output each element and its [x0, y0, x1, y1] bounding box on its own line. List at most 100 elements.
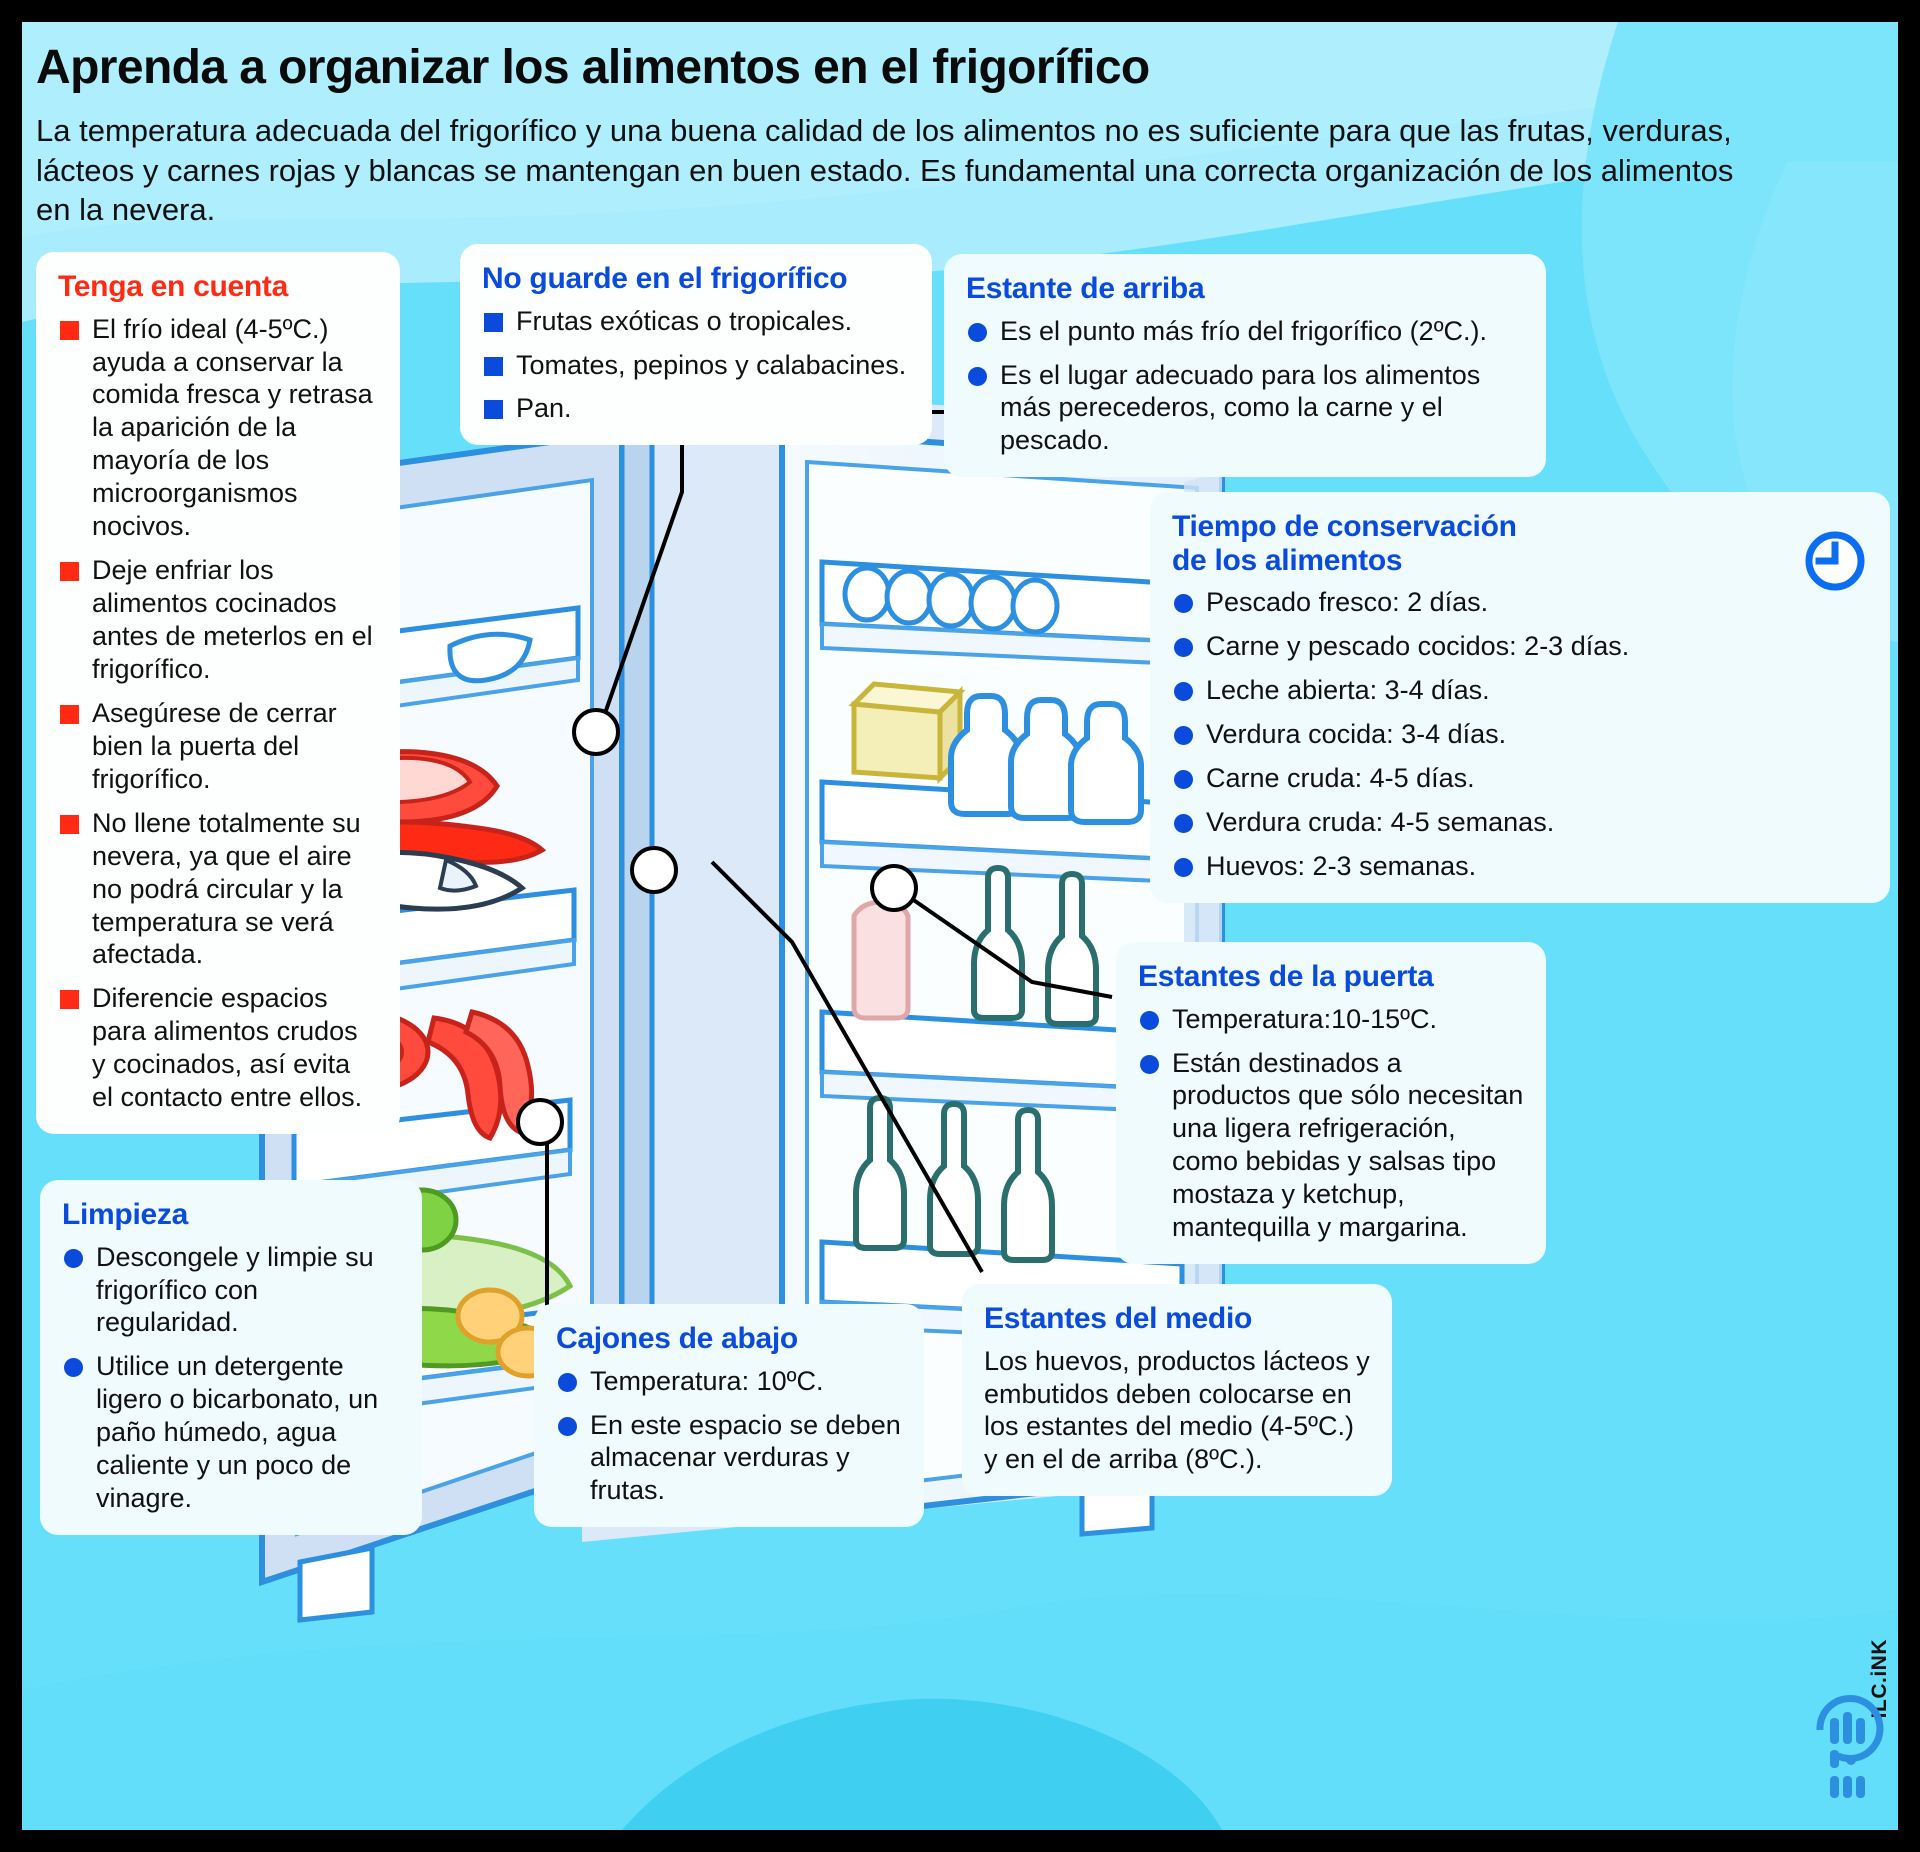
callout-estante-de-arriba: Estante de arriba Es el punto más frío d…	[944, 254, 1546, 478]
list-item-text: En este espacio se deben almacenar verdu…	[590, 1409, 901, 1506]
logo-icon	[1816, 1694, 1884, 1798]
list-item: Descongele y limpie su frigorífico con r…	[62, 1241, 400, 1340]
bullet-dot-blue-icon	[1140, 1054, 1159, 1074]
list-item: Deje enfriar los alimentos cocinados ant…	[58, 554, 378, 686]
bullet-dot-blue-icon	[64, 1248, 83, 1268]
bullet-dot-blue-icon	[1174, 769, 1193, 789]
callout-title-tiempo-line1: Tiempo de conservación	[1172, 510, 1517, 543]
bullet-square-blue-icon	[484, 400, 503, 420]
header: Aprenda a organizar los alimentos en el …	[36, 40, 1816, 230]
bullet-dot-blue-icon	[1140, 1010, 1159, 1030]
list-item-text: Asegúrese de cerrar bien la puerta del f…	[92, 697, 337, 794]
callout-title-estantes-puerta: Estantes de la puerta	[1138, 960, 1434, 993]
list-item-text: Frutas exóticas o tropicales.	[516, 305, 853, 336]
bullet-square-red-icon	[60, 704, 79, 724]
callout-no-guarde: No guarde en el frigorífico Frutas exóti…	[460, 244, 932, 446]
callout-cajones-abajo: Cajones de abajo Temperatura: 10ºC. En e…	[534, 1304, 924, 1528]
callout-title-limpieza: Limpieza	[62, 1198, 188, 1231]
bullet-square-blue-icon	[484, 356, 503, 376]
list-item: Huevos: 2-3 semanas.	[1172, 850, 1868, 883]
list-item: En este espacio se deben almacenar verdu…	[556, 1409, 902, 1508]
list-item: No llene totalmente su nevera, ya que el…	[58, 807, 378, 972]
list-item: Es el lugar adecuado para los alimentos …	[966, 359, 1524, 458]
list-item-text: Huevos: 2-3 semanas.	[1206, 850, 1477, 881]
list-item: Pescado fresco: 2 días.	[1172, 586, 1868, 619]
page-subtitle: La temperatura adecuada del frigorífico …	[36, 113, 1734, 228]
callout-estantes-puerta: Estantes de la puerta Temperatura:10-15º…	[1116, 942, 1546, 1265]
clock-icon	[1805, 531, 1865, 591]
list-item: Carne y pescado cocidos: 2-3 días.	[1172, 630, 1868, 663]
bullet-dot-blue-icon	[1174, 813, 1193, 833]
list-item-text: El frío ideal (4-5ºC.) ayuda a conservar…	[92, 313, 373, 542]
list-item: Asegúrese de cerrar bien la puerta del f…	[58, 697, 378, 796]
list-limpieza: Descongele y limpie su frigorífico con r…	[62, 1241, 400, 1516]
list-item-text: Pan.	[516, 393, 572, 424]
callout-title-cajones: Cajones de abajo	[556, 1322, 798, 1355]
list-item-text: Es el punto más frío del frigorífico (2º…	[1000, 315, 1488, 346]
list-item: Verdura cruda: 4-5 semanas.	[1172, 806, 1868, 839]
callout-title-no-guarde: No guarde en el frigorífico	[482, 262, 848, 295]
list-tenga: El frío ideal (4-5ºC.) ayuda a conservar…	[58, 313, 378, 1115]
callout-limpieza: Limpieza Descongele y limpie su frigoríf…	[40, 1180, 422, 1536]
list-item: Pan.	[482, 392, 910, 425]
list-item-text: Descongele y limpie su frigorífico con r…	[96, 1241, 374, 1338]
bullet-square-red-icon	[60, 562, 79, 582]
list-item: Leche abierta: 3-4 días.	[1172, 674, 1868, 707]
list-estantes-puerta: Temperatura:10-15ºC. Están destinados a …	[1138, 1003, 1524, 1245]
list-item-text: Es el lugar adecuado para los alimentos …	[1000, 359, 1481, 456]
list-item-text: No llene totalmente su nevera, ya que el…	[92, 807, 361, 970]
infographic-canvas: Aprenda a organizar los alimentos en el …	[22, 22, 1898, 1830]
list-item: Están destinados a productos que sólo ne…	[1138, 1047, 1524, 1245]
list-item-text: Carne cruda: 4-5 días.	[1206, 762, 1475, 793]
list-item-text: Temperatura:10-15ºC.	[1172, 1003, 1437, 1034]
list-item-text: Diferencie espacios para alimentos crudo…	[92, 983, 363, 1113]
callout-title-estante-arriba: Estante de arriba	[966, 272, 1205, 305]
list-no-guarde: Frutas exóticas o tropicales. Tomates, p…	[482, 305, 910, 426]
list-item-text: Leche abierta: 3-4 días.	[1206, 675, 1490, 706]
callout-title-tiempo: Tiempo de conservación de los alimentos	[1172, 510, 1868, 577]
bullet-dot-blue-icon	[558, 1372, 577, 1392]
bullet-dot-blue-icon	[1174, 682, 1193, 702]
callout-tiempo-conservacion: Tiempo de conservación de los alimentos …	[1150, 492, 1890, 903]
list-item: Diferencie espacios para alimentos crudo…	[58, 982, 378, 1114]
callout-title-tenga: Tenga en cuenta	[58, 270, 288, 303]
bullet-dot-blue-icon	[1174, 857, 1193, 877]
list-item-text: Temperatura: 10ºC.	[590, 1365, 824, 1396]
list-item-text: Carne y pescado cocidos: 2-3 días.	[1206, 631, 1630, 662]
bullet-square-red-icon	[60, 814, 79, 834]
list-cajones: Temperatura: 10ºC. En este espacio se de…	[556, 1365, 902, 1508]
list-item: Es el punto más frío del frigorífico (2º…	[966, 315, 1524, 348]
bullet-square-red-icon	[60, 320, 79, 340]
bullet-dot-blue-icon	[1174, 726, 1193, 745]
list-item-text: Están destinados a productos que sólo ne…	[1172, 1047, 1524, 1243]
page-title: Aprenda a organizar los alimentos en el …	[36, 41, 1150, 94]
bullet-square-blue-icon	[484, 312, 503, 332]
callout-tenga-en-cuenta: Tenga en cuenta El frío ideal (4-5ºC.) a…	[36, 252, 400, 1135]
bullet-dot-blue-icon	[968, 322, 987, 342]
bullet-square-red-icon	[60, 990, 79, 1010]
list-item: Carne cruda: 4-5 días.	[1172, 762, 1868, 795]
callout-title-estantes-medio: Estantes del medio	[984, 1302, 1253, 1335]
list-item: Temperatura: 10ºC.	[556, 1365, 902, 1398]
list-item-text: Verdura cruda: 4-5 semanas.	[1206, 806, 1555, 837]
bullet-dot-blue-icon	[1174, 638, 1193, 658]
list-item: Temperatura:10-15ºC.	[1138, 1003, 1524, 1036]
callout-title-tiempo-line2: de los alimentos	[1172, 543, 1403, 577]
list-item-text: Utilice un detergente ligero o bicarbona…	[96, 1351, 379, 1514]
list-tiempo: Pescado fresco: 2 días. Carne y pescado …	[1172, 586, 1868, 883]
list-item: Verdura cocida: 3-4 días.	[1172, 718, 1868, 751]
list-item-text: Deje enfriar los alimentos cocinados ant…	[92, 555, 373, 684]
list-item-text: Tomates, pepinos y calabacines.	[516, 349, 907, 380]
list-item: Tomates, pepinos y calabacines.	[482, 349, 910, 382]
bullet-dot-blue-icon	[968, 366, 987, 386]
list-item: Frutas exóticas o tropicales.	[482, 305, 910, 338]
list-item-text: Verdura cocida: 3-4 días.	[1206, 719, 1507, 749]
list-item-text: Pescado fresco: 2 días.	[1206, 587, 1489, 618]
callout-estantes-medio: Estantes del medio Los huevos, productos…	[962, 1284, 1392, 1497]
list-item: Utilice un detergente ligero o bicarbona…	[62, 1350, 400, 1515]
callout-text-estantes-medio: Los huevos, productos lácteos y embutido…	[984, 1345, 1370, 1475]
bullet-dot-blue-icon	[558, 1416, 577, 1436]
list-estante-arriba: Es el punto más frío del frigorífico (2º…	[966, 315, 1524, 458]
list-item: El frío ideal (4-5ºC.) ayuda a conservar…	[58, 313, 378, 544]
